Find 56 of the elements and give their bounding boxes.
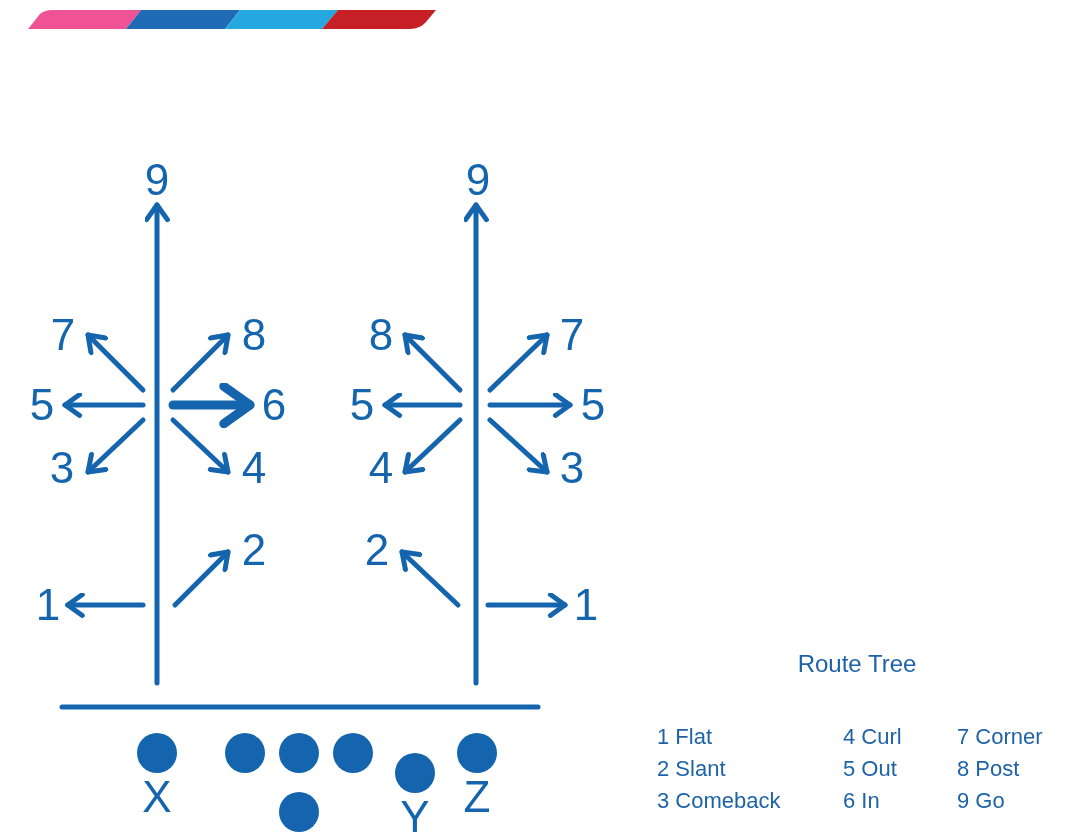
route-number: 5 — [25, 383, 59, 427]
route-number: 1 — [569, 583, 603, 627]
route-arrow — [382, 392, 463, 418]
player-letter: X — [141, 775, 173, 819]
player-letter: Y — [399, 795, 431, 836]
route-number: 8 — [237, 313, 271, 357]
route-arrow — [485, 592, 568, 618]
route-arrow — [402, 417, 463, 475]
route-arrow — [170, 417, 231, 475]
route-number: 5 — [576, 383, 610, 427]
route-arrow — [487, 417, 550, 475]
player-letter: Z — [462, 775, 492, 819]
route-arrow — [487, 392, 573, 418]
player-dot — [137, 733, 177, 773]
player-dot — [333, 733, 373, 773]
route-name: 4 Curl — [843, 723, 903, 751]
route-arrow — [170, 332, 231, 393]
route-arrow — [487, 332, 550, 393]
route-arrow — [463, 202, 489, 686]
route-number: 5 — [345, 383, 379, 427]
route-name: 8 Post — [957, 755, 1021, 783]
player-dot — [395, 753, 435, 793]
route-number: 3 — [45, 446, 79, 490]
route-name: 3 Comeback — [657, 787, 782, 815]
route-name: 2 Slant — [657, 755, 727, 783]
route-arrow — [65, 592, 146, 618]
route-number: 9 — [140, 158, 174, 202]
route-number: 7 — [555, 313, 589, 357]
route-number: 8 — [364, 313, 398, 357]
route-arrow — [168, 381, 255, 429]
route-number: 9 — [461, 158, 495, 202]
route-arrow — [85, 417, 146, 475]
route-arrow — [85, 332, 146, 393]
player-dot — [225, 733, 265, 773]
route-number: 3 — [555, 446, 589, 490]
route-number: 4 — [364, 446, 398, 490]
route-name: 6 In — [843, 787, 881, 815]
route-arrow — [172, 549, 231, 608]
player-dot — [279, 733, 319, 773]
route-arrow — [144, 202, 170, 686]
route-name: 5 Out — [843, 755, 898, 783]
route-number: 1 — [31, 583, 65, 627]
route-number: 4 — [237, 446, 271, 490]
route-arrow — [62, 392, 146, 418]
route-name: 1 Flat — [657, 723, 714, 751]
route-arrow — [399, 549, 461, 608]
route-number: 2 — [237, 528, 271, 572]
route-number: 7 — [46, 313, 80, 357]
player-dot — [279, 792, 319, 832]
route-name: 7 Corner — [957, 723, 1043, 751]
route-number: 6 — [257, 383, 291, 427]
player-dot — [457, 733, 497, 773]
route-number: 2 — [360, 528, 394, 572]
route-name: 9 Go — [957, 787, 1006, 815]
route-arrow — [402, 332, 463, 393]
legend-title: Route Tree — [796, 649, 918, 679]
